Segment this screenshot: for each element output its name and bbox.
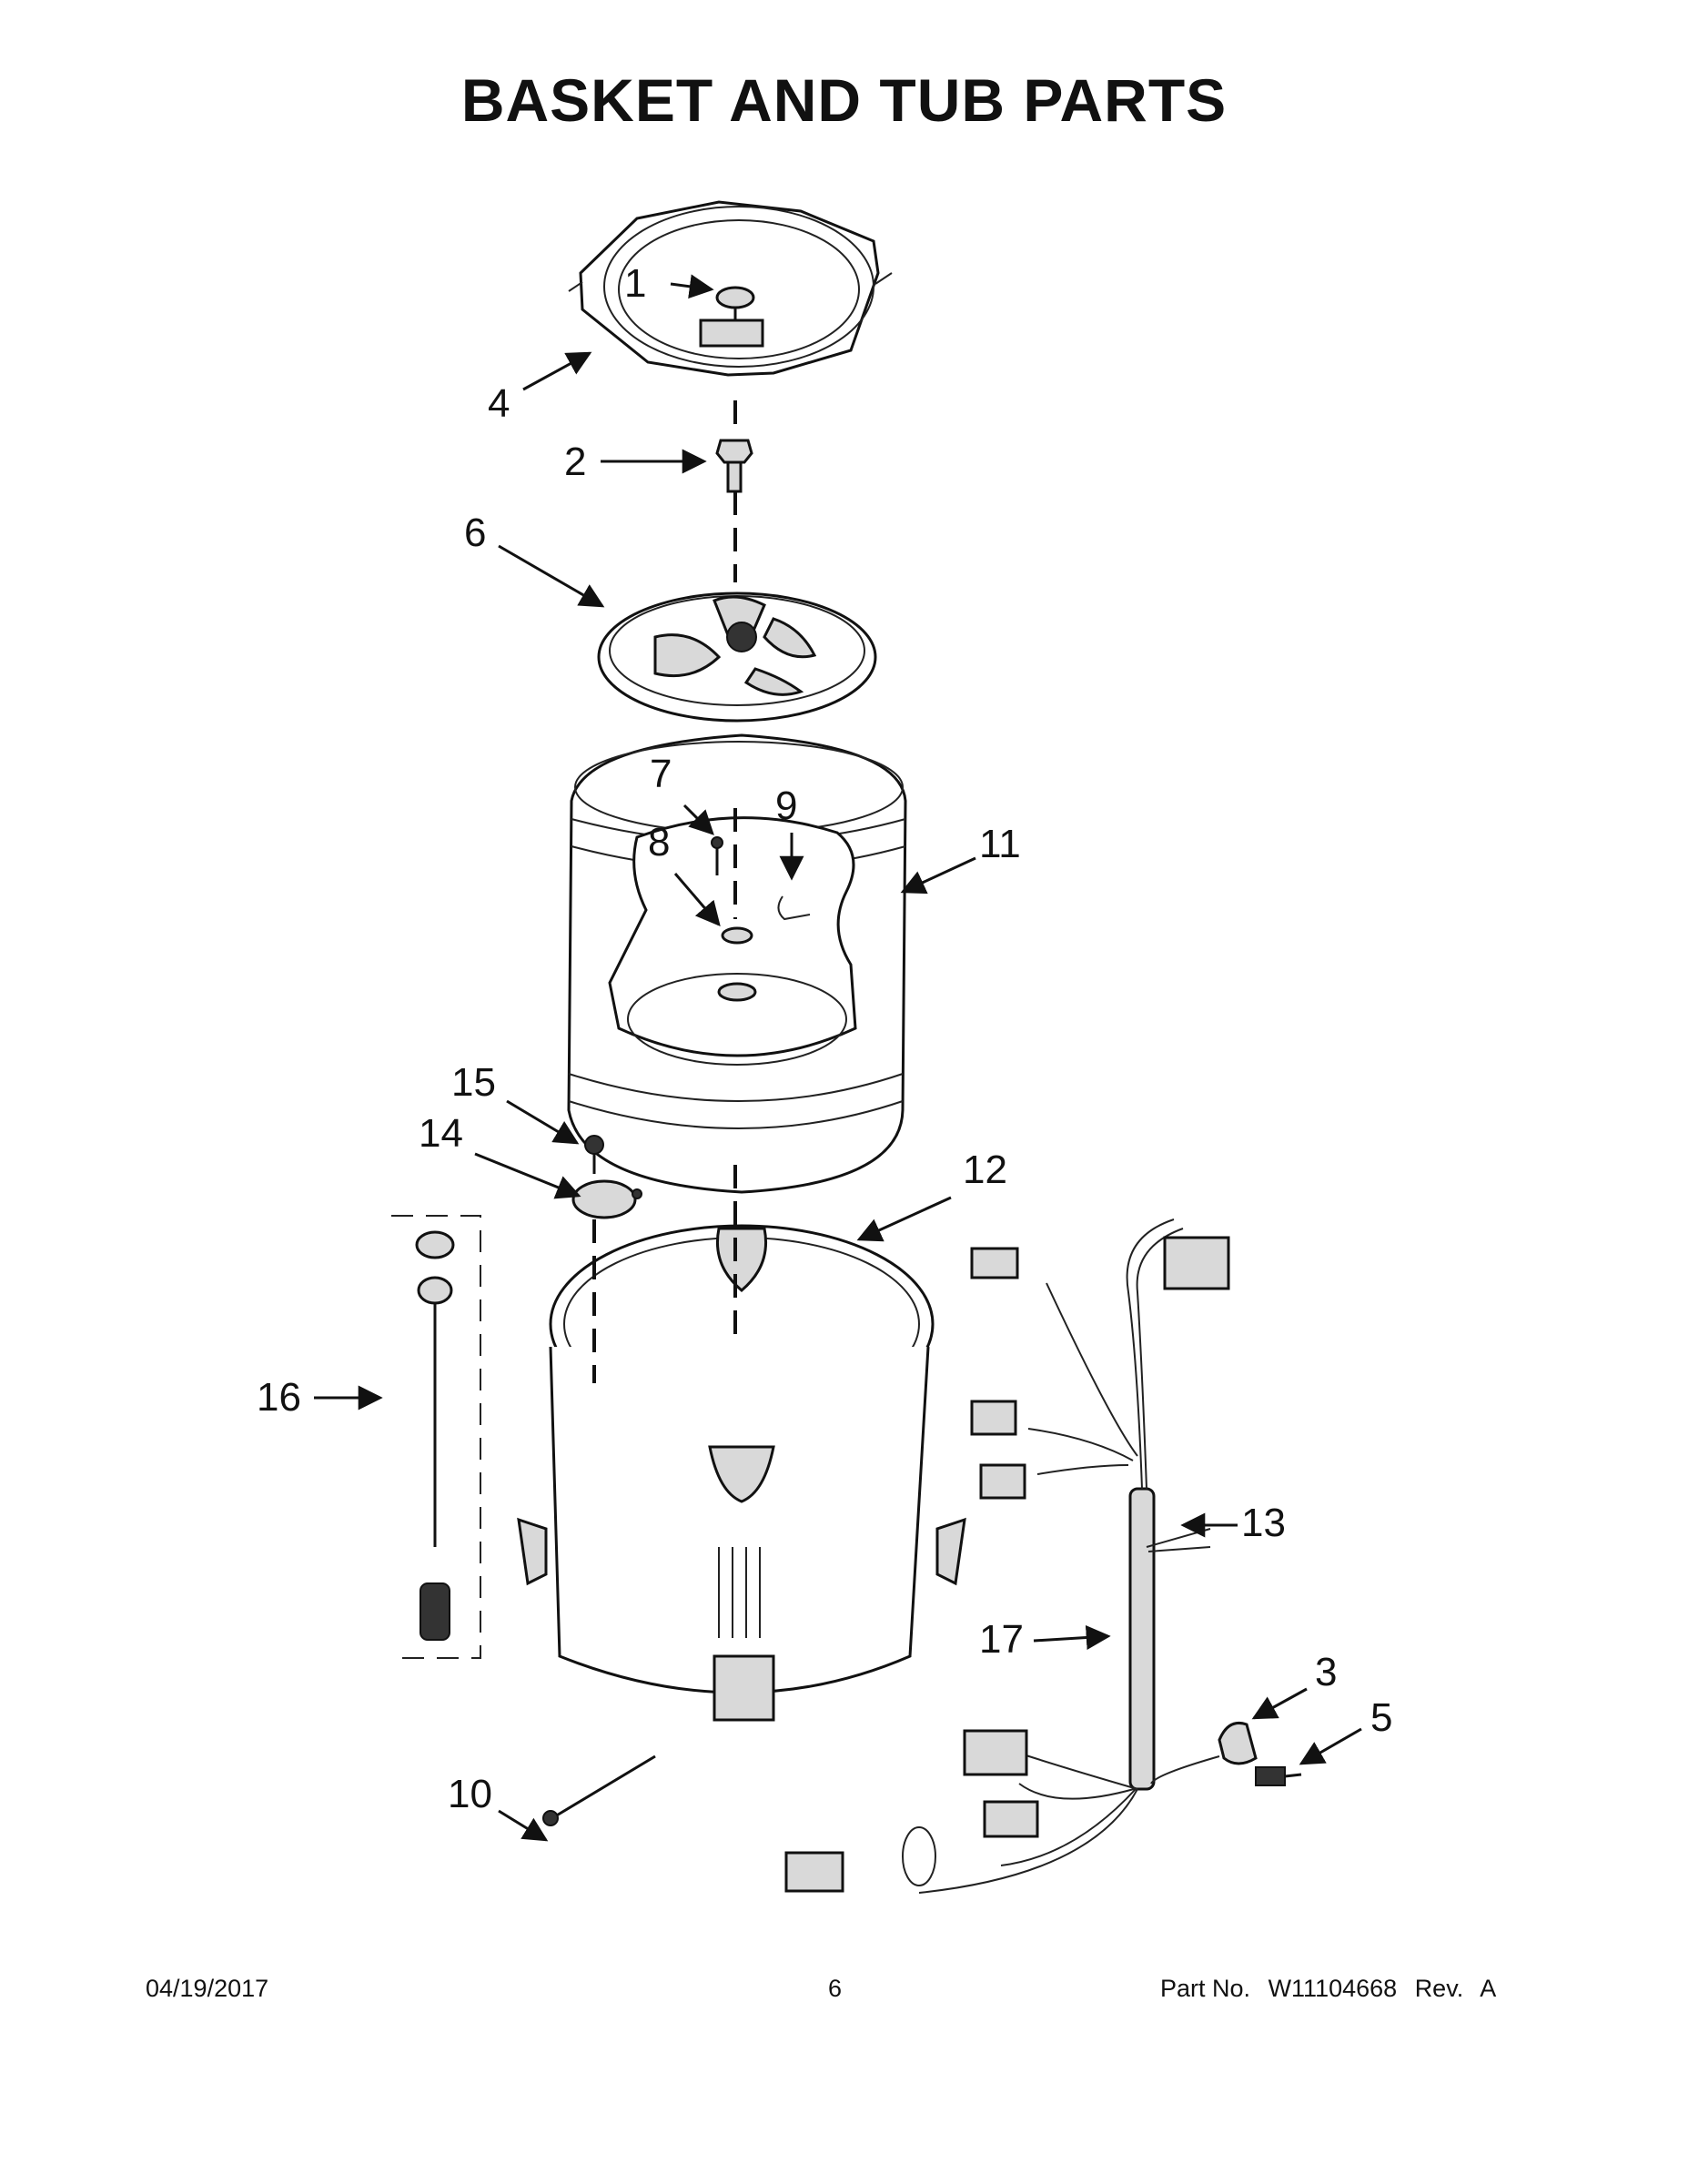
callout-15: 15 [451,1060,496,1105]
page-title: BASKET AND TUB PARTS [460,66,1228,134]
revision-value: A [1480,1975,1497,2002]
part-number-value: W11104668 [1268,1975,1398,2002]
bolt-part-2 [715,439,753,493]
screw-part-7 [711,836,723,875]
impeller-part-6 [597,592,877,723]
callout-10: 10 [448,1772,492,1816]
cap-part-1 [715,286,755,320]
callout-12: 12 [963,1148,1007,1192]
callout-3: 3 [1315,1650,1337,1694]
callout-9: 9 [775,784,797,828]
revision-label: Rev. [1414,1975,1464,2002]
footer-date: 04/19/2017 [146,1975,269,2002]
callout-6: 6 [464,511,486,555]
footer-part-number: Part No. W11104668 Rev. A [1160,1975,1507,2003]
outer-tub-part-12 [517,1224,966,1722]
basket-part-11 [567,733,907,1194]
callout-7: 7 [650,752,672,796]
callout-11: 11 [979,822,1021,866]
callout-17: 17 [979,1617,1024,1662]
screw-part-15 [584,1135,604,1174]
callout-13: 13 [1241,1501,1286,1545]
screw-part-5 [1255,1766,1302,1786]
callout-16: 16 [257,1375,301,1420]
callout-2: 2 [564,440,586,484]
part-number-label: Part No. [1160,1975,1251,2002]
callout-arrows [314,274,1362,1842]
callout-4: 4 [488,381,510,426]
callout-5: 5 [1370,1695,1392,1740]
callout-14: 14 [419,1111,463,1156]
callout-8: 8 [648,820,670,864]
clip-part-9 [777,895,811,921]
footer-page-number: 6 [828,1975,843,2002]
suspension-rod-part-16 [391,1215,481,1659]
clamp-part-3 [1218,1721,1258,1765]
plate-part-14 [571,1179,642,1219]
sensor-part-10 [542,1754,656,1826]
callout-1: 1 [624,261,646,306]
wire-harness-part-17 [784,1218,1230,1894]
